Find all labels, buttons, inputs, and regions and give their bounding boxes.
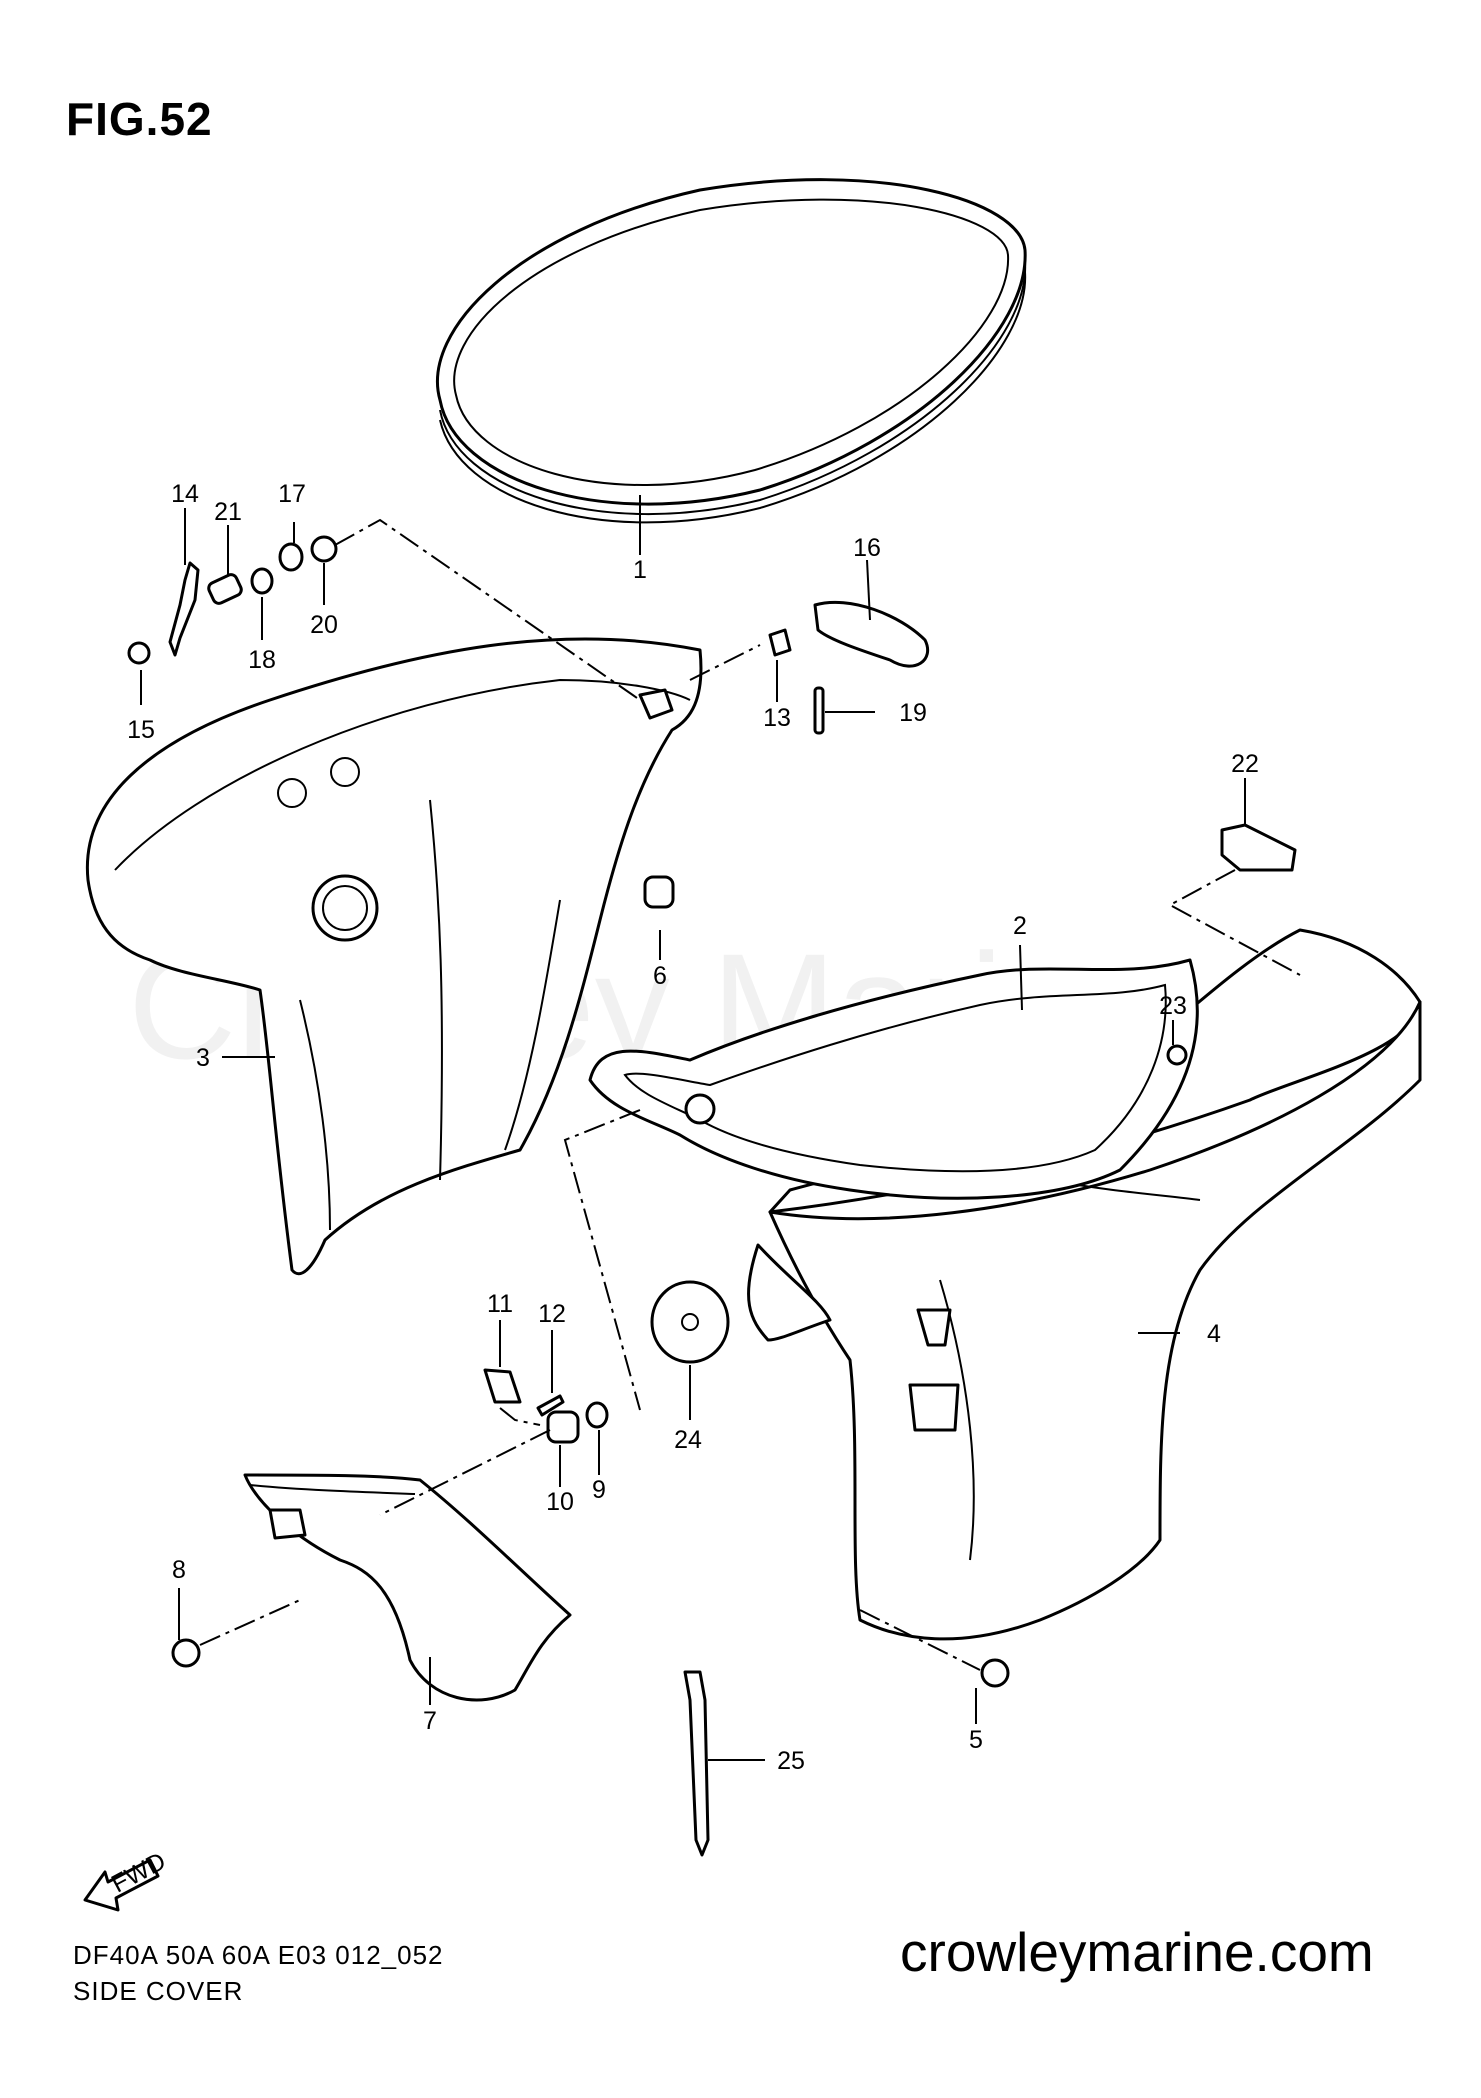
callout-25: 25 [777,1747,805,1775]
callout-17: 17 [278,480,306,508]
callout-6: 6 [653,962,667,990]
part-17-washer [278,542,304,572]
callout-7: 7 [423,1707,437,1735]
callout-13: 13 [763,704,791,732]
part-5-bolt [980,1658,1010,1688]
fwd-arrow-icon: FWD [83,1847,170,1912]
part-11-clip [483,1368,522,1404]
callout-9: 9 [592,1476,606,1504]
callout-23: 23 [1159,992,1187,1020]
callout-22: 22 [1231,750,1259,778]
callout-11: 11 [487,1290,513,1318]
callout-21: 21 [214,498,242,526]
part-2-lower-seal [588,958,1199,1200]
part-10-grommet [546,1410,580,1444]
part-14-bracket [168,561,200,657]
part-25-cable-tie [683,1670,710,1857]
dash-dot-lines [199,518,1301,1671]
callout-8: 8 [172,1556,186,1584]
caption-figure-name: SIDE COVER [73,1976,244,2006]
part-23-screw [1166,1044,1188,1066]
caption-model-code: DF40A 50A 60A E03 012_052 [73,1940,444,1970]
callout-4: 4 [1207,1320,1221,1348]
part-19-pin [813,686,825,735]
website-url: crowleymarine.com [900,1921,1374,1983]
callout-24: 24 [674,1426,702,1454]
callout-16: 16 [853,534,881,562]
part-9-washer [585,1401,609,1429]
part-15-bolt [127,641,151,665]
callout-18: 18 [248,646,276,674]
part-18-washer [250,567,274,595]
callout-2: 2 [1013,912,1027,940]
leader-lines [140,495,1246,1761]
callout-5: 5 [969,1726,983,1754]
callout-20: 20 [310,611,338,639]
callout-10: 10 [546,1488,574,1516]
part-8-bolt [171,1638,201,1668]
part-13-catch [768,628,792,657]
callout-15: 15 [127,716,155,744]
callout-19: 19 [899,699,927,727]
part-1-seal-ring [436,178,1027,524]
part-21-collar [207,573,243,605]
part-22-clip [1220,823,1297,872]
callout-14: 14 [171,480,199,508]
part-7-lower-front-cover [243,1473,572,1702]
callout-1: 1 [633,556,647,584]
part-12-screw [536,1394,565,1417]
part-16-lock-lever [813,600,929,668]
part-20-grommet [310,535,338,563]
part-6-grommet [643,875,675,909]
part-3-front-side-cover [85,637,703,1276]
callout-12: 12 [538,1300,566,1328]
part-24-grommet [650,1280,730,1364]
figure-title: FIG.52 [66,93,213,145]
callout-3: 3 [196,1044,210,1072]
fwd-label: FWD [107,1847,170,1898]
callout-numbers: 1 2 3 4 5 6 7 8 9 10 11 12 13 14 15 16 1… [127,480,1259,1775]
